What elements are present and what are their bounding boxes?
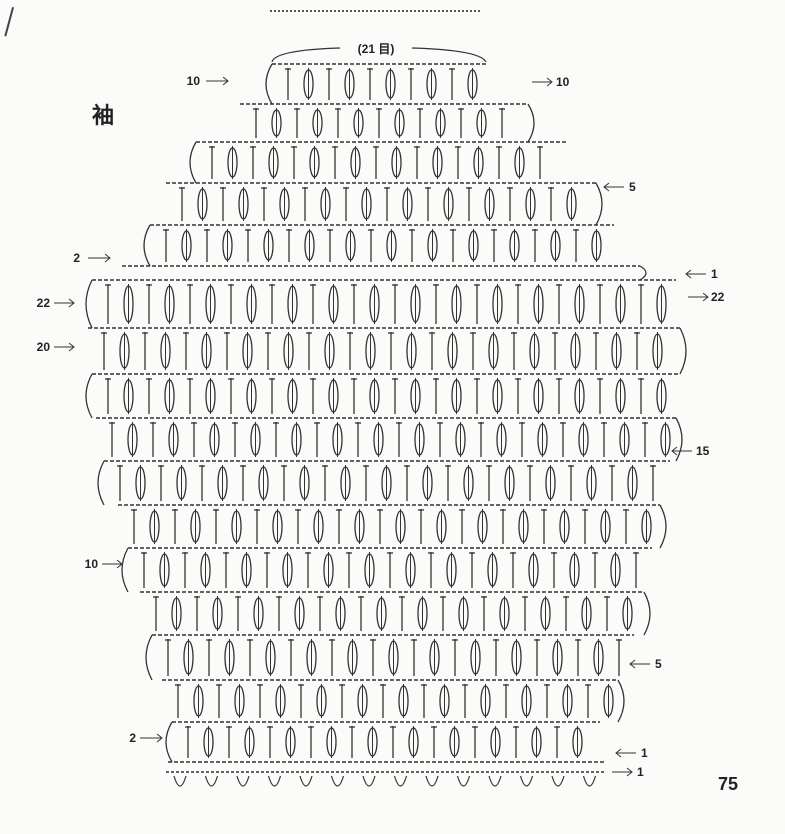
row-label-left: 2 (129, 731, 136, 745)
stitch-row (122, 548, 652, 592)
stitch-row (88, 328, 686, 374)
loop-mark (521, 776, 533, 786)
row-label-left: 10 (85, 557, 99, 571)
arrow-icon (672, 447, 692, 455)
stitch-row (146, 635, 634, 680)
stitch-row (86, 374, 680, 418)
count-bracket-right (412, 48, 486, 62)
stitch-row (140, 592, 650, 635)
stitch-row (118, 505, 666, 548)
arrow-icon (88, 254, 110, 262)
arrow-icon (604, 183, 624, 191)
foundation-chain (166, 762, 606, 786)
stitch-row (266, 64, 488, 104)
stitch-row (98, 461, 670, 505)
stitch-count-label: (21 目) (358, 42, 395, 56)
arrow-icon (532, 78, 552, 86)
row-label-left: 22 (37, 296, 51, 310)
arrow-icon (140, 734, 162, 742)
loop-mark (269, 776, 281, 786)
row-label-left: 2 (73, 251, 80, 265)
row-label-right: 1 (711, 267, 718, 281)
loop-mark (426, 776, 438, 786)
count-bracket-left (272, 48, 340, 62)
loop-mark (237, 776, 249, 786)
stitch-row (86, 280, 676, 328)
arrow-icon (206, 77, 228, 85)
loop-mark (174, 776, 186, 786)
stitch-row (96, 418, 682, 461)
arrow-icon (616, 749, 636, 757)
loop-mark (489, 776, 501, 786)
stitch-row (144, 225, 614, 266)
loop-mark (552, 776, 564, 786)
arrow-icon (686, 270, 706, 278)
arrow-icon (102, 560, 122, 568)
loop-mark (332, 776, 344, 786)
row-label-right: 5 (629, 180, 636, 194)
stitch-row (240, 104, 534, 142)
stitch-row (166, 722, 600, 762)
stitch-row (190, 142, 566, 183)
row-label-left: 20 (37, 340, 51, 354)
row-label-right: 5 (655, 657, 662, 671)
stitch-row (122, 266, 646, 280)
stitch-row (162, 680, 624, 722)
arrow-icon (630, 660, 650, 668)
loop-mark (395, 776, 407, 786)
row-label-right: 1 (641, 746, 648, 760)
row-label-right: 15 (696, 444, 710, 458)
row-label-right: 10 (556, 75, 570, 89)
loop-mark (584, 776, 596, 786)
arrow-icon (54, 299, 74, 307)
arrow-icon (54, 343, 74, 351)
loop-mark (363, 776, 375, 786)
loop-mark (300, 776, 312, 786)
row-label-right: 22 (711, 290, 725, 304)
loop-mark (458, 776, 470, 786)
loop-mark (206, 776, 218, 786)
arrow-icon (688, 293, 708, 301)
arrow-icon (612, 768, 632, 776)
row-label-left: 10 (187, 74, 201, 88)
stitch-row (166, 183, 602, 225)
stitch-rows (86, 64, 686, 762)
row-label-right: 1 (637, 765, 644, 779)
